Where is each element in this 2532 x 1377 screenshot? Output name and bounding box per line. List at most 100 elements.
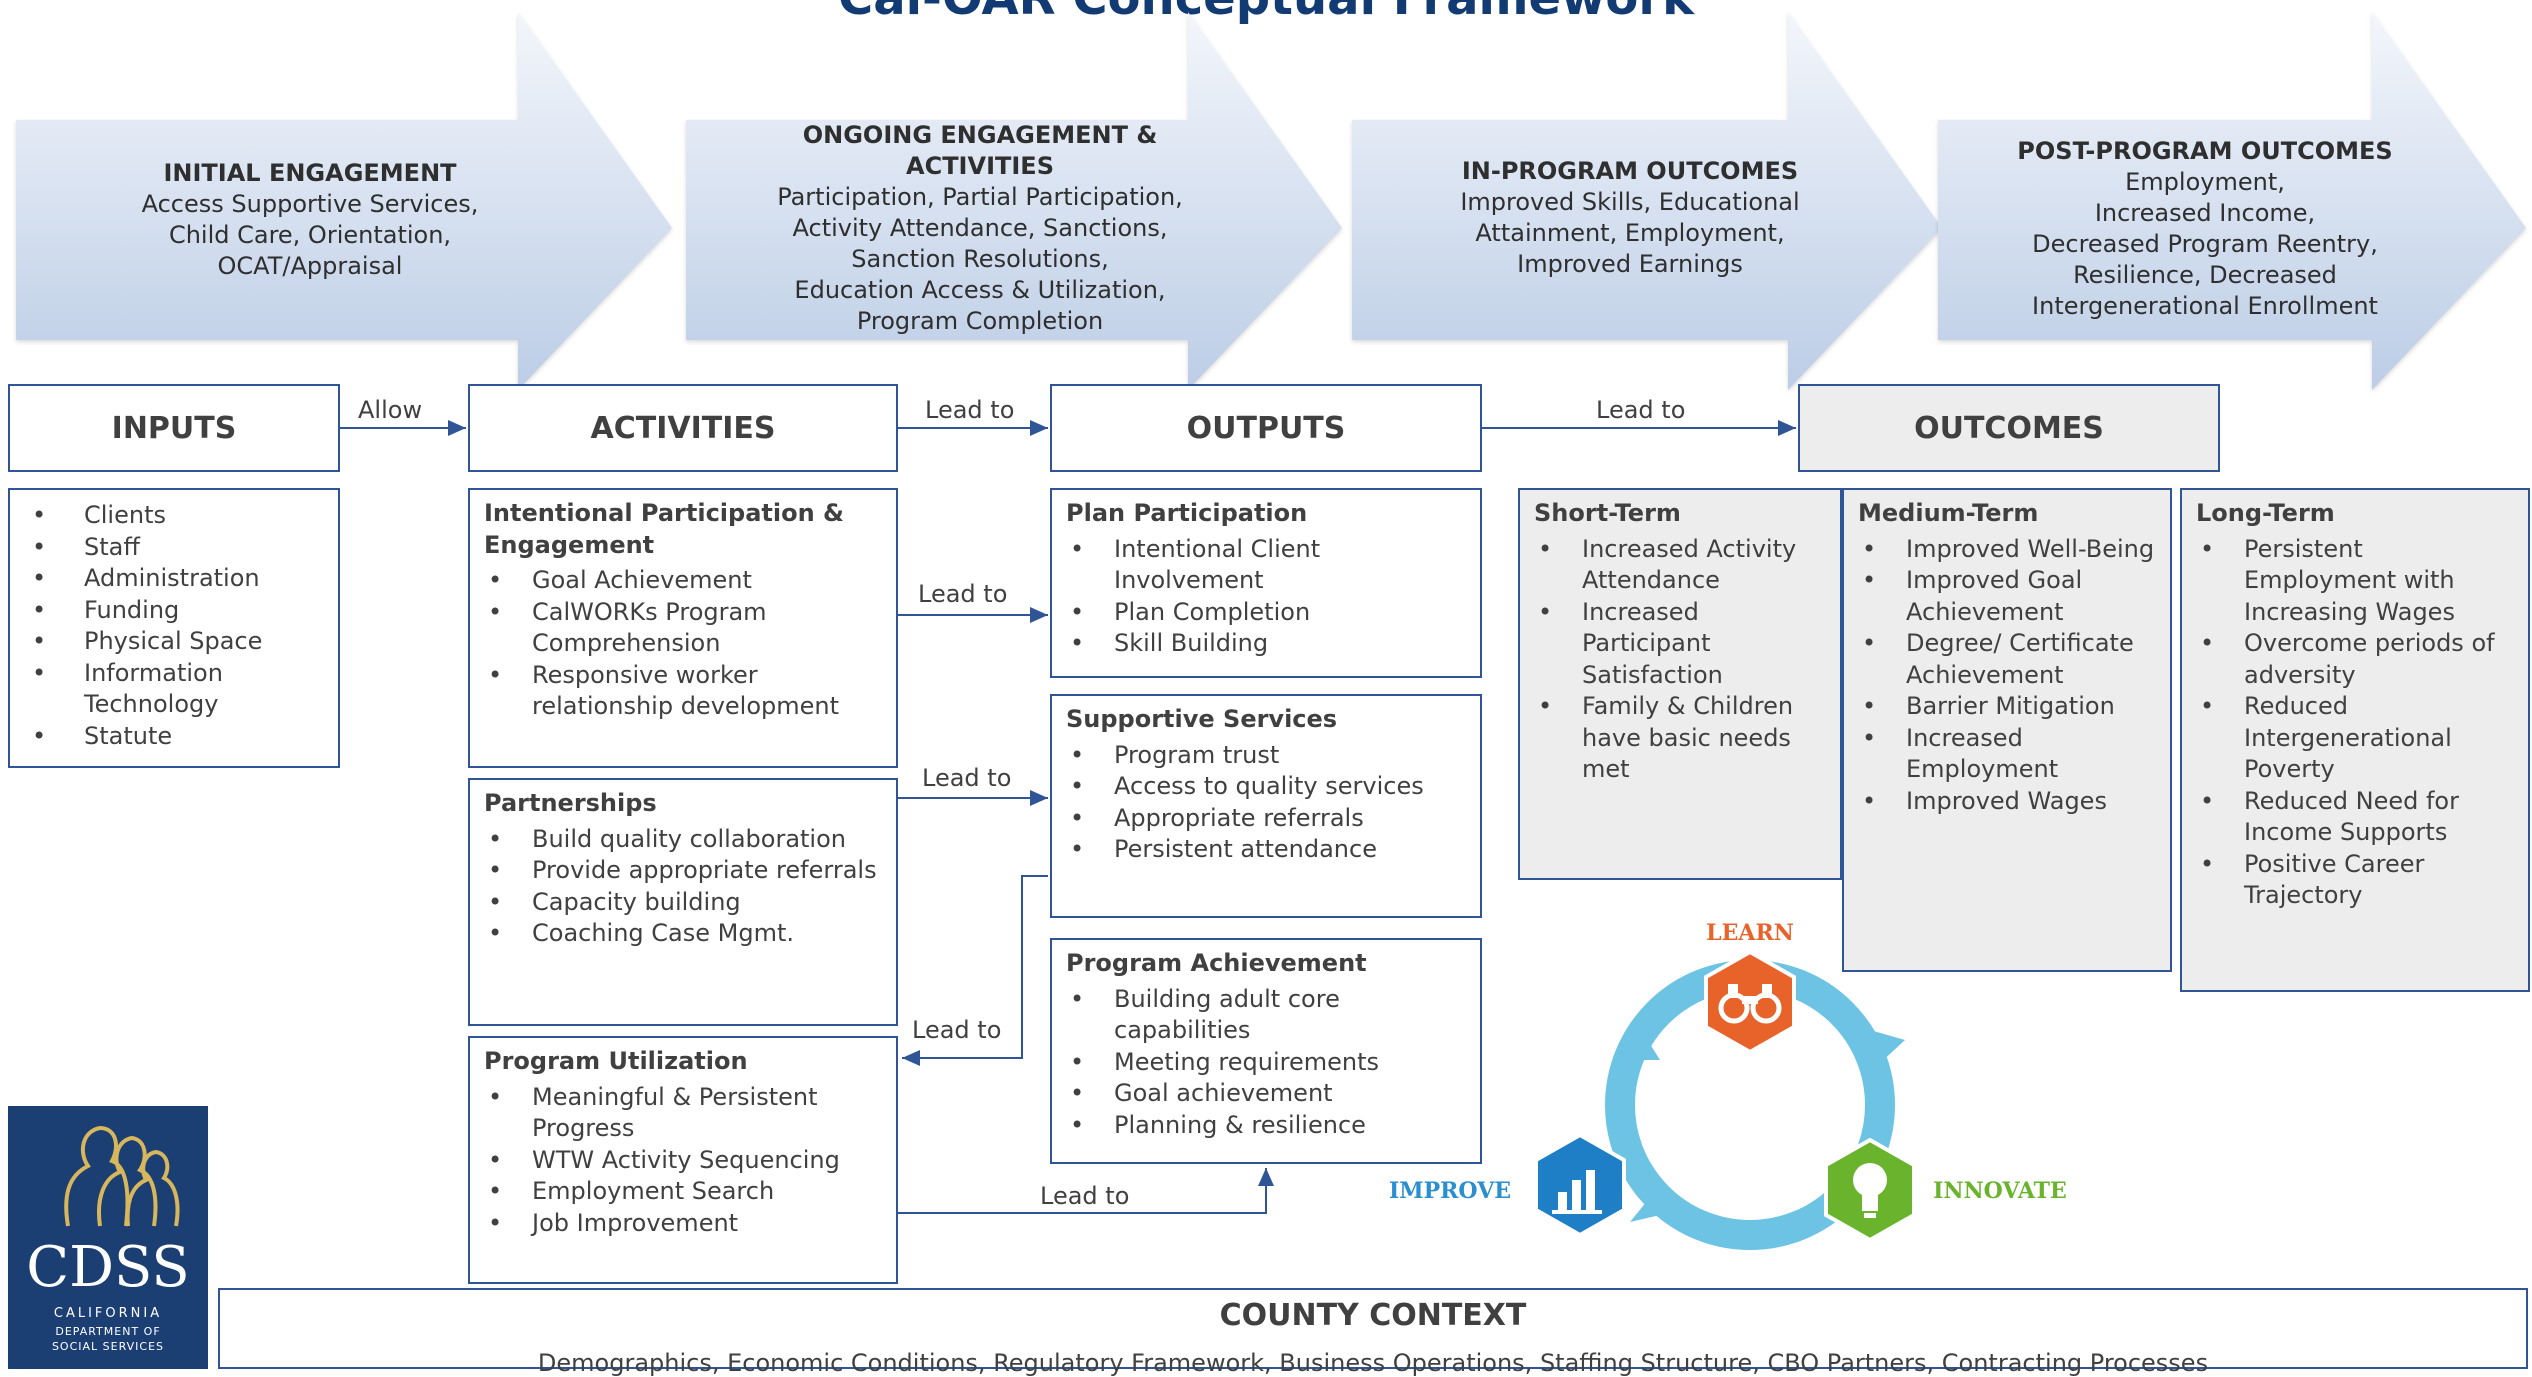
label-allow: Allow: [358, 396, 423, 424]
output-title: Plan Participation: [1066, 499, 1308, 527]
inputs-list: Clients Staff Administration Funding Phy…: [24, 500, 328, 752]
list-item: Employment Search: [488, 1176, 886, 1208]
list-item: Improved Goal Achievement: [1862, 565, 2160, 628]
cdss-silhouettes-icon: [64, 1125, 180, 1227]
cdss-line3: SOCIAL SERVICES: [51, 1340, 165, 1353]
header-outputs: OUTPUTS: [1050, 384, 1482, 472]
arrow-text-ongoing: ONGOING ENGAGEMENT & ACTIVITIES Particip…: [777, 121, 1183, 335]
activity-title: Intentional Participation & Engagement: [484, 499, 844, 559]
output-box-supportive: Supportive Services Program trust Access…: [1050, 694, 1482, 918]
list-item: Meaningful & Persistent Progress: [488, 1082, 886, 1145]
list-item: Plan Completion: [1070, 597, 1470, 629]
arrow-ongoing-engagement: [686, 12, 1342, 390]
county-context-title: COUNTY CONTEXT: [1219, 1298, 1527, 1333]
label-lead-to-1: Lead to: [925, 396, 1015, 424]
list-item: Reduced Need for Income Supports: [2200, 786, 2518, 849]
arrow-text-in-program: IN-PROGRAM OUTCOMES Improved Skills, Edu…: [1460, 157, 1800, 278]
list-item: Increased Participant Satisfaction: [1538, 597, 1830, 692]
arrow-initial-engagement: [16, 12, 672, 390]
list-item: Access to quality services: [1070, 771, 1470, 803]
outcome-box-short-term: Short-Term Increased Activity Attendance…: [1518, 488, 1842, 880]
cdss-logo: CDSS CALIFORNIA DEPARTMENT OF SOCIAL SER…: [8, 1106, 208, 1369]
arrow-post-program-outcomes: [1938, 12, 2526, 390]
list-item: Statute: [32, 721, 328, 753]
output-box-achievement: Program Achievement Building adult core …: [1050, 938, 1482, 1164]
label-lead-to-4: Lead to: [922, 764, 1012, 792]
list-item: Information Technology: [32, 658, 328, 721]
list-item: Family & Children have basic needs met: [1538, 691, 1830, 786]
outcome-box-medium-term: Medium-Term Improved Well-Being Improved…: [1842, 488, 2172, 972]
activity-title: Partnerships: [484, 789, 657, 817]
list-item: Funding: [32, 595, 328, 627]
cycle-arrowhead-3: [1620, 1028, 1660, 1060]
outcome-title: Medium-Term: [1858, 499, 2039, 527]
label-lead-to-3: Lead to: [918, 580, 1008, 608]
list-item: Building adult core capabilities: [1070, 984, 1470, 1047]
cycle-arrowhead-2: [1630, 1190, 1682, 1222]
list-item: Overcome periods of adversity: [2200, 628, 2518, 691]
list-item: Improved Wages: [1862, 786, 2160, 818]
connector-utilization-achievement: [898, 1168, 1274, 1214]
list-item: WTW Activity Sequencing: [488, 1145, 886, 1177]
cycle-arrowhead-1: [1870, 1030, 1905, 1065]
label-lead-to-5: Lead to: [912, 1016, 1002, 1044]
list-item: Appropriate referrals: [1070, 803, 1470, 835]
innovate-icon: [1824, 1137, 1916, 1243]
outcome-box-long-term: Long-Term Persistent Employment with Inc…: [2180, 488, 2530, 992]
outcome-title: Short-Term: [1534, 499, 1681, 527]
activity-box-utilization: Program Utilization Meaningful & Persist…: [468, 1036, 898, 1284]
list-item: Persistent Employment with Increasing Wa…: [2200, 534, 2518, 629]
list-item: Capacity building: [488, 887, 886, 919]
improve-icon: [1534, 1132, 1626, 1238]
list-item: Improved Well-Being: [1862, 534, 2160, 566]
list-item: Intentional Client Involvement: [1070, 534, 1470, 597]
county-context-box: COUNTY CONTEXT Demographics, Economic Co…: [218, 1288, 2528, 1377]
header-inputs: INPUTS: [8, 384, 340, 472]
list-item: Build quality collaboration: [488, 824, 886, 856]
output-title: Supportive Services: [1066, 705, 1338, 733]
cycle-diagram: LEARN INNOVATE IMPROVE: [1389, 920, 2067, 1250]
label-lead-to-2: Lead to: [1596, 396, 1686, 424]
list-item: Increased Activity Attendance: [1538, 534, 1830, 597]
arrow-text-initial: INITIAL ENGAGEMENT Access Supportive Ser…: [141, 159, 479, 280]
cdss-line2: DEPARTMENT OF: [55, 1325, 161, 1338]
list-item: Skill Building: [1070, 628, 1470, 660]
activity-box-partnerships: Partnerships Build quality collaboration…: [468, 778, 898, 1026]
list-item: Administration: [32, 563, 328, 595]
list-item: Persistent attendance: [1070, 834, 1470, 866]
outcome-title: Long-Term: [2196, 499, 2335, 527]
list-item: Physical Space: [32, 626, 328, 658]
label-lead-to-6: Lead to: [1040, 1182, 1130, 1210]
list-item: Positive Career Trajectory: [2200, 849, 2518, 912]
list-item: Staff: [32, 532, 328, 564]
list-item: Goal Achievement: [488, 565, 886, 597]
list-item: Barrier Mitigation: [1862, 691, 2160, 723]
connector-supportive-utilization: [902, 875, 1048, 1066]
cdss-abbr: CDSS: [26, 1235, 190, 1300]
output-box-plan: Plan Participation Intentional Client In…: [1050, 488, 1482, 678]
list-item: Meeting requirements: [1070, 1047, 1470, 1079]
list-item: Planning & resilience: [1070, 1110, 1470, 1142]
list-item: Reduced Intergenerational Poverty: [2200, 691, 2518, 786]
header-outcomes: OUTCOMES: [1798, 384, 2220, 472]
list-item: Degree/ Certificate Achievement: [1862, 628, 2160, 691]
list-item: Coaching Case Mgmt.: [488, 918, 886, 950]
output-title: Program Achievement: [1066, 949, 1367, 977]
cycle-label-improve: IMPROVE: [1389, 1178, 1511, 1204]
county-context-body: Demographics, Economic Conditions, Regul…: [537, 1349, 2209, 1377]
activity-title: Program Utilization: [484, 1047, 748, 1075]
inputs-box: Clients Staff Administration Funding Phy…: [8, 488, 340, 768]
list-item: Goal achievement: [1070, 1078, 1470, 1110]
list-item: Responsive worker relationship developme…: [488, 660, 886, 723]
list-item: Increased Employment: [1862, 723, 2160, 786]
learn-icon: [1704, 949, 1796, 1055]
list-item: CalWORKs Program Comprehension: [488, 597, 886, 660]
list-item: Program trust: [1070, 740, 1470, 772]
cycle-label-learn: LEARN: [1706, 920, 1794, 946]
activity-box-engagement: Intentional Participation & Engagement G…: [468, 488, 898, 768]
list-item: Clients: [32, 500, 328, 532]
cycle-label-innovate: INNOVATE: [1933, 1178, 2067, 1204]
list-item: Job Improvement: [488, 1208, 886, 1240]
